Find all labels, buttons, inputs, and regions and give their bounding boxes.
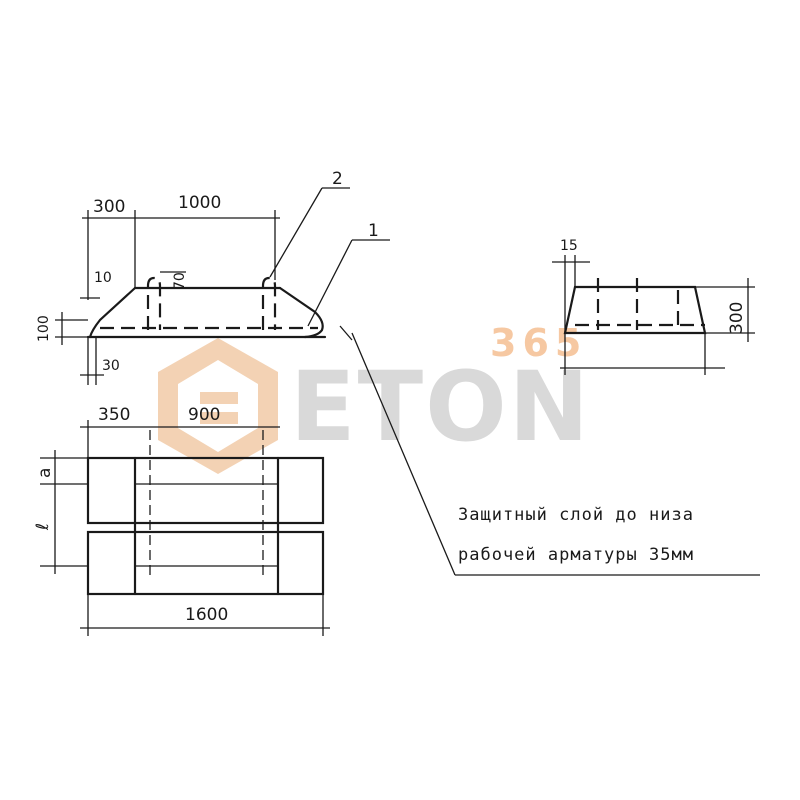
plan-block-top <box>86 456 325 525</box>
leader-2-label: 2 <box>332 169 343 189</box>
leader-1-line <box>307 239 353 327</box>
lifting-loop-left <box>146 276 162 330</box>
dim-300-label: 300 <box>93 197 125 217</box>
cover-note: Защитный слой до низа рабочей арматуры 3… <box>339 325 760 576</box>
dim-1000-label: 1000 <box>178 193 221 213</box>
side-view-right-slope <box>278 286 324 339</box>
note-leader-tick <box>339 325 353 341</box>
dim-350-label: 350 <box>98 405 130 425</box>
dim-15-label: 15 <box>560 238 578 254</box>
watermark: 365 ETON <box>158 321 591 474</box>
dim-300-label: 300 <box>727 302 747 334</box>
dim-70-label: 70 <box>172 272 188 290</box>
plan-view: 350 900 a ℓ 1600 <box>33 405 330 636</box>
leader-2-line <box>269 187 323 278</box>
note-line-2: рабочей арматуры 35мм <box>458 545 694 565</box>
plan-block-bottom <box>86 530 325 596</box>
dim-900-label: 900 <box>188 405 220 425</box>
dim-10-label: 10 <box>94 270 112 286</box>
dim-1600-label: 1600 <box>185 605 228 625</box>
dim-a-label: a <box>35 468 55 478</box>
watermark-brand: ETON <box>290 351 591 463</box>
end-view: 15 300 <box>552 238 755 375</box>
note-line-1: Защитный слой до низа <box>458 505 694 525</box>
side-view-left-slope <box>88 286 137 339</box>
lifting-loop-right <box>261 276 277 330</box>
leader-1-label: 1 <box>368 221 379 241</box>
dim-30-label: 30 <box>102 358 120 374</box>
side-view: 300 1000 2 1 10 70 100 30 <box>36 169 390 385</box>
note-leader-line <box>351 332 456 576</box>
watermark-logo-icon <box>158 338 278 474</box>
dim-l-label: ℓ <box>33 523 53 531</box>
dim-100-label: 100 <box>36 315 52 342</box>
